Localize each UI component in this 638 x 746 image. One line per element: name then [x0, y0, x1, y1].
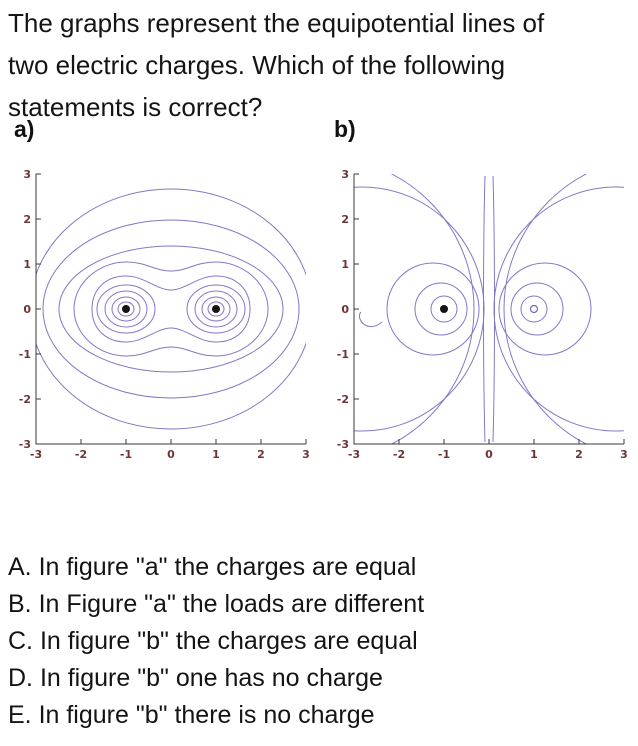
contour: [42, 219, 300, 399]
y-tick-label: 2: [341, 213, 349, 226]
contour: [498, 262, 592, 356]
contour: [117, 301, 135, 317]
y-tick-label: -3: [337, 438, 349, 451]
y-tick-label: 3: [341, 168, 349, 181]
figure-b-svg: 3 2 1 0 -1 -2 -3 -3 -2 -1 0 1 2 3: [337, 168, 628, 461]
x-tick-label: 3: [302, 448, 310, 461]
x-tick-label: 0: [167, 448, 175, 461]
contour: [111, 296, 141, 322]
option-d: D. In figure "b" one has no charge: [8, 664, 383, 692]
figure-a-svg: 3 2 1 0 -1 -2 -3 -3 -2 -1 0 1 2 3: [19, 168, 310, 461]
contour: [194, 290, 238, 328]
y-tick-label: 1: [341, 258, 349, 271]
contour: [430, 295, 458, 323]
contour: [104, 290, 148, 328]
outer-arc: [390, 174, 475, 444]
y-tick-label: -3: [19, 438, 31, 451]
x-tick-label: -3: [348, 448, 360, 461]
contour: [207, 301, 225, 317]
x-tick-label: -2: [393, 448, 405, 461]
contour: [201, 296, 231, 322]
figure-a-plot: 3 2 1 0 -1 -2 -3 -3 -2 -1 0 1 2 3: [4, 166, 320, 462]
charge-dot-left: [122, 305, 130, 313]
axis-frame: [353, 174, 624, 445]
y-tick-label: 2: [23, 213, 31, 226]
contour: [520, 295, 548, 323]
y-axis-ticks: [354, 173, 359, 445]
y-tick-label: -2: [19, 393, 31, 406]
x-tick-label: 1: [212, 448, 220, 461]
outer-arc: [503, 174, 588, 444]
contour: [58, 245, 284, 373]
contour: [96, 284, 156, 334]
figure-a-label: a): [14, 116, 35, 142]
x-tick-label: -1: [120, 448, 132, 461]
y-tick-label: 1: [23, 258, 31, 271]
question-line-3: statements is correct?: [8, 92, 263, 122]
x-tick-label: 0: [485, 448, 493, 461]
option-a: A. In figure "a" the charges are equal: [8, 553, 417, 581]
contour: [414, 282, 468, 336]
annotation-squiggle: [358, 311, 383, 327]
option-e: E. In figure "b" there is no charge: [8, 701, 375, 729]
x-tick-label: -1: [438, 448, 450, 461]
y-tick-label: 0: [23, 303, 31, 316]
x-axis-ticks: [353, 439, 625, 444]
question-text: The graphs represent the equipotential l…: [8, 2, 544, 128]
equipotential-contours-b: [354, 174, 624, 444]
outer-arc: [354, 186, 485, 432]
contour: [510, 282, 564, 336]
y-axis-ticks: [36, 173, 41, 445]
figure-b-label: b): [334, 116, 356, 142]
x-tick-label: -3: [30, 448, 42, 461]
question-line-2: two electric charges. Which of the follo…: [8, 50, 506, 80]
charge-open-circle-right: [529, 304, 539, 314]
option-c: C. In figure "b" the charges are equal: [8, 627, 418, 655]
contour-peanut-outer: [73, 261, 269, 357]
equipotential-contours-a: [36, 188, 306, 430]
option-b: B. In Figure "a" the loads are different: [8, 590, 425, 618]
x-axis-ticks: [35, 439, 307, 444]
contour: [36, 188, 306, 430]
y-tick-label: -1: [337, 348, 349, 361]
x-tick-label: 1: [530, 448, 538, 461]
x-tick-label: 3: [620, 448, 628, 461]
x-tick-label: 2: [257, 448, 265, 461]
charge-dot-right: [212, 305, 220, 313]
figure-b-plot: 3 2 1 0 -1 -2 -3 -3 -2 -1 0 1 2 3: [322, 166, 638, 462]
axis-frame: [35, 174, 306, 445]
x-tick-label: 2: [575, 448, 583, 461]
contour-peanut: [91, 275, 251, 343]
y-tick-label: -1: [19, 348, 31, 361]
y-tick-label: 3: [23, 168, 31, 181]
contour: [386, 262, 480, 356]
answer-options: A. In figure "a" the charges are equal B…: [8, 549, 424, 734]
charge-dot-left: [440, 305, 448, 313]
contour: [186, 284, 246, 334]
outer-arc: [493, 186, 624, 432]
y-tick-label: -2: [337, 393, 349, 406]
question-line-1: The graphs represent the equipotential l…: [8, 8, 545, 38]
x-tick-label: -2: [75, 448, 87, 461]
y-tick-label: 0: [341, 303, 349, 316]
